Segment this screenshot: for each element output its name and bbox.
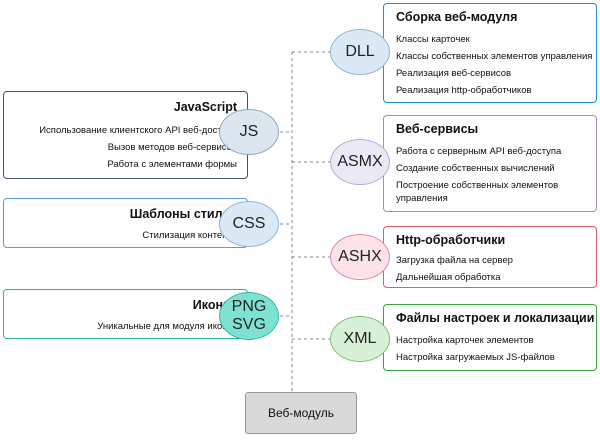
bubble-js: JS	[219, 109, 279, 155]
bubble-ashx: ASHX	[330, 234, 390, 280]
bubble-png-svg: PNG SVG	[219, 292, 279, 340]
group-title: JavaScript	[173, 100, 237, 114]
group-item: Работа с элементами формы	[107, 159, 237, 170]
group-title: Веб-сервисы	[396, 122, 479, 136]
group-item: Реализация веб-сервисов	[396, 68, 512, 79]
group-item: Классы собственных элементов управления	[396, 51, 593, 62]
group-card-http-handlers: Http-обработчики Загрузка файла на серве…	[383, 226, 597, 288]
group-item: Создание собственных вычислений	[396, 163, 555, 174]
group-card-settings: Файлы настроек и локализации Настройка к…	[383, 304, 597, 371]
bubble-dll: DLL	[330, 29, 390, 75]
group-item: Стилизация контента	[142, 230, 237, 241]
group-item: Использование клиентского API веб-доступ…	[39, 125, 237, 136]
group-item: Настройка карточек элементов	[396, 335, 534, 346]
group-title: Сборка веб-модуля	[396, 10, 518, 24]
group-title: Файлы настроек и локализации	[396, 311, 595, 325]
group-item: Настройка загружаемых JS-файлов	[396, 352, 555, 363]
group-item: Дальнейшая обработка	[396, 272, 501, 283]
group-item: Уникальные для модуля иконки	[97, 321, 237, 332]
group-item: Вызов методов веб-сервисов	[107, 142, 237, 153]
group-item: Реализация http-обработчиков	[396, 85, 532, 96]
bubble-asmx: ASMX	[330, 139, 390, 185]
group-card-styles: Шаблоны стилей Стилизация контента	[3, 198, 248, 248]
group-title: Http-обработчики	[396, 233, 506, 247]
group-item: Загрузка файла на сервер	[396, 255, 513, 266]
group-card-javascript: JavaScript Использование клиентского API…	[3, 91, 248, 179]
bubble-css: CSS	[219, 201, 279, 247]
group-item: Работа с серверным API веб-доступа	[396, 146, 562, 157]
group-card-webservices: Веб-сервисы Работа с серверным API веб-д…	[383, 115, 597, 212]
bubble-xml: XML	[330, 316, 390, 362]
group-item: Классы карточек	[396, 34, 470, 45]
group-card-assembly: Сборка веб-модуля Классы карточек Классы…	[383, 3, 597, 103]
group-title: Шаблоны стилей	[129, 207, 237, 221]
group-card-icons: Иконки Уникальные для модуля иконки	[3, 289, 248, 339]
group-item: Построение собственных элементов управле…	[396, 180, 559, 204]
root-node-web-module: Веб-модуль	[245, 392, 357, 434]
